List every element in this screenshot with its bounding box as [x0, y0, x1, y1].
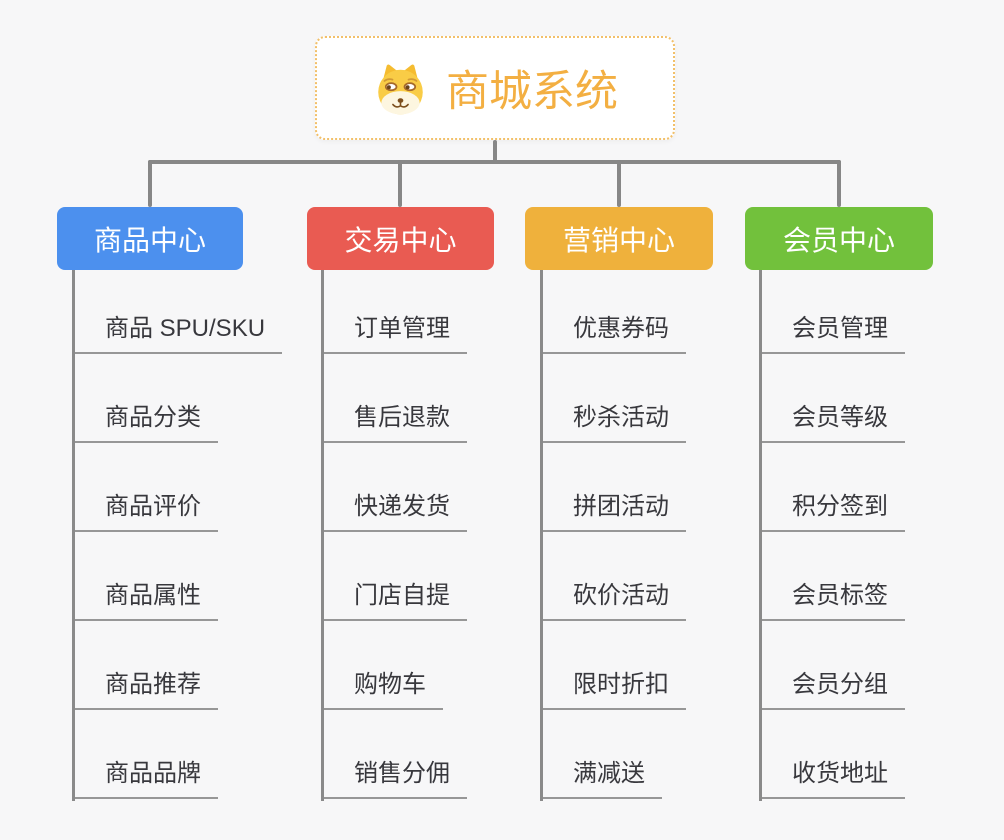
connector-drop-trade	[398, 160, 402, 207]
leaf-node[interactable]: 商品评价	[75, 492, 218, 532]
branch-node-trade-center[interactable]: 交易中心	[307, 207, 494, 270]
leaf-node[interactable]: 优惠券码	[543, 314, 686, 354]
leaf-node[interactable]: 秒杀活动	[543, 403, 686, 443]
leaf-node[interactable]: 砍价活动	[543, 581, 686, 621]
leaf-node[interactable]: 门店自提	[324, 581, 467, 621]
leaf-node[interactable]: 限时折扣	[543, 670, 686, 710]
leaf-node[interactable]: 订单管理	[324, 314, 467, 354]
leaf-node[interactable]: 购物车	[324, 670, 443, 710]
connector-root-stem	[493, 140, 497, 164]
leaf-node[interactable]: 会员分组	[762, 670, 905, 710]
connector-bus	[148, 160, 841, 164]
branch-children-marketing-center: 优惠券码 秒杀活动 拼团活动 砍价活动 限时折扣 满减送	[540, 270, 803, 801]
leaf-node[interactable]: 商品品牌	[75, 759, 218, 799]
branch-children-member-center: 会员管理 会员等级 积分签到 会员标签 会员分组 收货地址	[759, 270, 1004, 801]
branch-node-product-center[interactable]: 商品中心	[57, 207, 243, 270]
leaf-node[interactable]: 商品推荐	[75, 670, 218, 710]
leaf-node[interactable]: 商品 SPU/SKU	[75, 314, 283, 354]
branch-label: 商品中心	[93, 224, 206, 256]
leaf-node[interactable]: 收货地址	[762, 759, 905, 799]
leaf-node[interactable]: 满减送	[543, 759, 662, 799]
connector-drop-products	[148, 160, 152, 207]
branch-label: 会员中心	[782, 224, 895, 256]
branch-node-marketing-center[interactable]: 营销中心	[525, 207, 713, 270]
leaf-node[interactable]: 商品属性	[75, 581, 218, 621]
leaf-node[interactable]: 售后退款	[324, 403, 467, 443]
root-node[interactable]: 商城系统	[315, 36, 675, 140]
leaf-node[interactable]: 快递发货	[324, 492, 467, 532]
connector-drop-members	[837, 160, 841, 207]
connector-drop-marketing	[617, 160, 621, 207]
leaf-node[interactable]: 销售分佣	[324, 759, 467, 799]
leaf-node[interactable]: 拼团活动	[543, 492, 686, 532]
leaf-node[interactable]: 商品分类	[75, 403, 218, 443]
leaf-node[interactable]: 积分签到	[762, 492, 905, 532]
leaf-node[interactable]: 会员管理	[762, 314, 905, 354]
branch-label: 交易中心	[344, 224, 457, 256]
branch-label: 营销中心	[562, 224, 675, 256]
leaf-node[interactable]: 会员标签	[762, 581, 905, 621]
leaf-node[interactable]: 会员等级	[762, 403, 905, 443]
doge-face-icon	[378, 63, 423, 114]
root-title: 商城系统	[446, 68, 618, 116]
branch-children-product-center: 商品 SPU/SKU 商品分类 商品评价 商品属性 商品推荐 商品品牌	[72, 270, 335, 801]
branch-node-member-center[interactable]: 会员中心	[745, 207, 933, 270]
branch-children-trade-center: 订单管理 售后退款 快递发货 门店自提 购物车 销售分佣	[321, 270, 584, 801]
